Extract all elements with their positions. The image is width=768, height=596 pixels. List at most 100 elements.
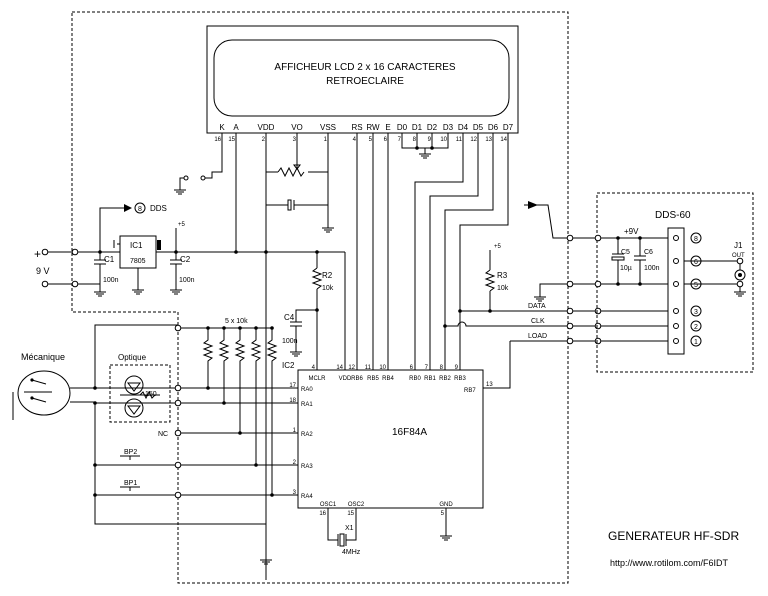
pic-top-pin-number: 11 xyxy=(365,365,372,371)
j1-label: J1 xyxy=(734,241,743,250)
lcd-pin-number: 3 xyxy=(293,137,297,143)
lcd-pin-name: RS xyxy=(351,123,362,132)
pic-pin-13-num: 13 xyxy=(486,382,493,388)
plus9v-label: +9V xyxy=(624,227,639,236)
dds-pin-hole xyxy=(673,308,679,314)
lcd-title-line2: RETROECLAIRE xyxy=(326,76,404,87)
c6-label: C6 xyxy=(644,249,653,256)
lcd-pin-number: 7 xyxy=(398,137,402,143)
lcd-pin-name: VDD xyxy=(258,123,275,132)
c4-value: 100n xyxy=(282,338,298,345)
crystal: X1 4MHz xyxy=(327,508,452,556)
pic-top-pin-name: RB2 xyxy=(439,376,451,382)
lcd-pin-name: D7 xyxy=(503,123,514,132)
dds-pin-hole xyxy=(673,323,679,329)
bp2-button xyxy=(114,455,146,466)
dds-pin-number: 2 xyxy=(694,324,698,331)
pic-top-pin-name: RB4 xyxy=(382,376,394,382)
load-label: LOAD xyxy=(528,333,547,340)
lcd-pin-number: 6 xyxy=(384,137,388,143)
pic-bottom-pin-number: 16 xyxy=(319,511,326,517)
r3-pullup: +5 R3 10k xyxy=(484,244,509,313)
dds-arrow-number: 8 xyxy=(138,206,142,213)
c3-capacitor-plate xyxy=(287,199,292,211)
pic-top-pin-name: VDD xyxy=(339,376,352,382)
dds-pin-badge xyxy=(690,320,702,332)
ic2-value: 16F84A xyxy=(392,427,427,438)
lcd-pin-number: 10 xyxy=(440,137,447,143)
lcd-pin-name: A xyxy=(233,123,239,132)
pullup-resistor xyxy=(250,328,262,465)
dds-connector xyxy=(667,227,685,355)
pic-top-pin-number: 9 xyxy=(455,365,459,371)
lcd-pin-name: D6 xyxy=(488,123,499,132)
pic-top-pin-number: 4 xyxy=(312,365,316,371)
pic-top-pin-number: 7 xyxy=(425,365,429,371)
pic-left-pin-number: 17 xyxy=(289,383,296,389)
dds-pin-hole xyxy=(673,235,679,241)
pullup-resistor xyxy=(218,328,230,403)
dds-pin-number: 5 xyxy=(694,282,698,289)
x1-crystal xyxy=(339,533,345,547)
plus5-label-a: +5 xyxy=(178,222,186,228)
pic-bottom-pin-name: OSC2 xyxy=(348,502,365,508)
pic-left-pin-number: 3 xyxy=(293,490,297,496)
x1-label: X1 xyxy=(345,525,354,532)
lcd-pin-name: D5 xyxy=(473,123,484,132)
r3-value: 10k xyxy=(497,285,509,292)
pic-bottom-pin-number: 15 xyxy=(347,511,354,517)
pic-bottom-pin-name: GND xyxy=(439,502,453,508)
mechanical-encoder xyxy=(17,370,71,416)
lcd-pin-name: RW xyxy=(366,123,380,132)
lcd-title-line1: AFFICHEUR LCD 2 x 16 CARACTERES xyxy=(274,62,455,73)
r3-resistor xyxy=(484,269,496,292)
c1-value: 100n xyxy=(103,277,119,284)
nc-label: NC xyxy=(158,431,168,438)
lcd-wiring xyxy=(174,142,509,580)
lcd-pin-number: 4 xyxy=(353,137,357,143)
lcd-pin-number: 14 xyxy=(500,137,507,143)
optique-label: Optique xyxy=(118,353,147,362)
lcd-pin-number: 13 xyxy=(485,137,492,143)
lcd-pin-name: VO xyxy=(291,123,303,132)
lcd-pin-number: 11 xyxy=(456,137,463,143)
pullup-resistor xyxy=(266,328,278,495)
pic-bottom-pin-number: 5 xyxy=(441,511,445,517)
lcd-pin-number: 15 xyxy=(228,137,235,143)
pullup-resistor xyxy=(202,328,214,388)
pic-top-pin-number: 8 xyxy=(440,365,444,371)
pic-top-pins: 4MCLR14VDD12RB611RB510RB46RB07RB18RB29RB… xyxy=(308,365,466,382)
dds-pin-number: 3 xyxy=(694,309,698,316)
r3-label: R3 xyxy=(497,271,508,280)
ic1-value: 7805 xyxy=(130,258,146,265)
lcd-pin-name: VSS xyxy=(320,123,336,132)
ic1-label: IC1 xyxy=(130,241,143,250)
j1-connector xyxy=(734,269,746,281)
data-label: DATA xyxy=(528,303,546,310)
power-in-plus xyxy=(41,248,49,256)
pic-left-pin-name: RA1 xyxy=(301,402,313,408)
pic-microcontroller: 16F84A IC2 4MCLR14VDD12RB611RB510RB46RB0… xyxy=(282,341,511,517)
dds-arrow-label: DDS xyxy=(150,204,167,213)
dds-pin-badge xyxy=(690,335,702,347)
lcd-screen xyxy=(213,39,510,117)
c5-value: 10µ xyxy=(620,265,632,272)
pic-bottom-pin-name: OSC1 xyxy=(320,502,337,508)
dds-pin-number: 6 xyxy=(694,259,698,266)
lcd-pin-name: D2 xyxy=(427,123,438,132)
lcd-pin-name: D0 xyxy=(397,123,408,132)
c4-label: C4 xyxy=(284,313,295,322)
pic-left-pin-name: RA4 xyxy=(301,494,313,500)
pullup-resistor xyxy=(234,328,246,433)
dds60-outline xyxy=(596,192,754,373)
bp1-label: BP1 xyxy=(124,480,137,487)
input-section: Mécanique Optique 150 NC BP2 BP1 xyxy=(12,324,298,565)
dds-pin-badge xyxy=(690,305,702,317)
dds-module-label: DDS-60 xyxy=(655,210,691,221)
pic-left-pin-name: RA3 xyxy=(301,464,313,470)
lcd-module: AFFICHEUR LCD 2 x 16 CARACTERES RETROECL… xyxy=(206,25,519,143)
plus5-label-b: +5 xyxy=(494,244,502,250)
pic-top-pin-number: 10 xyxy=(379,365,386,371)
ic2-body xyxy=(297,369,484,509)
